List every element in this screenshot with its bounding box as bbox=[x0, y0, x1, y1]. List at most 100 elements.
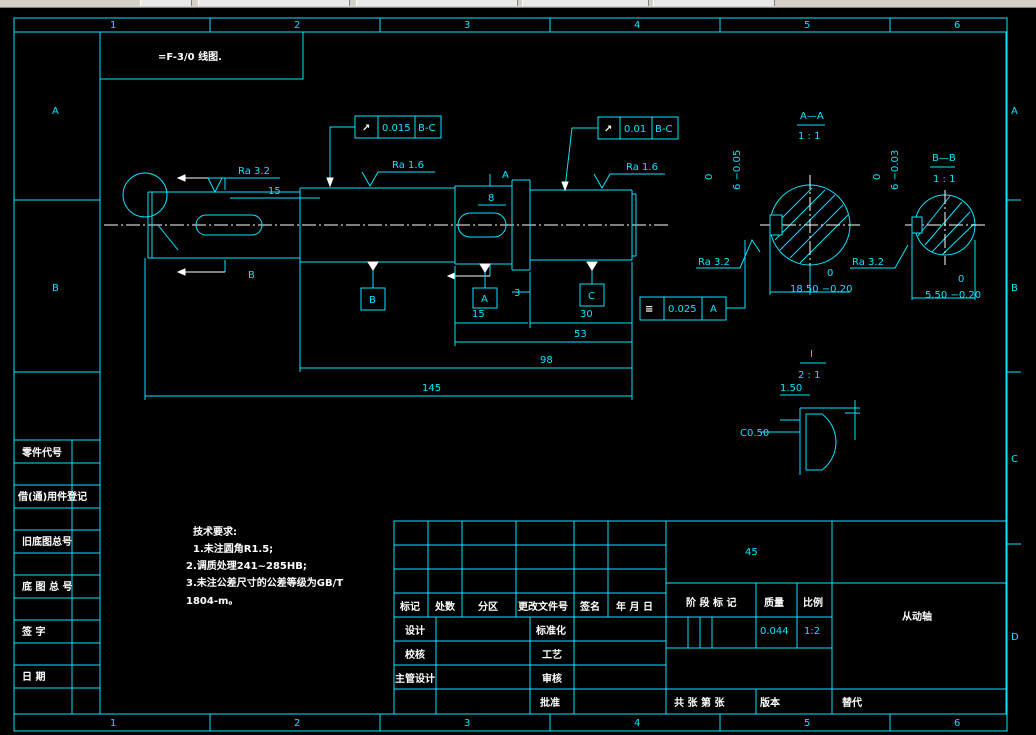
datum-a-label: A bbox=[481, 294, 488, 305]
tab-layout-4[interactable] bbox=[653, 0, 775, 6]
notes-line-1: 2.调质处理241~285HB; bbox=[186, 559, 307, 572]
material-value: 45 bbox=[745, 547, 758, 558]
section-mark-b-label: B bbox=[248, 270, 255, 281]
col-number-6-bottom: 6 bbox=[954, 718, 960, 729]
row-letter-a: A bbox=[52, 106, 59, 117]
sec-a-key: 6 −0.05 bbox=[732, 150, 743, 190]
row-letter-b-right: B bbox=[1011, 283, 1018, 294]
row-letter-d: D bbox=[1011, 632, 1019, 643]
section-mark-a-label: A bbox=[502, 170, 509, 181]
section-bb-label: B—B bbox=[932, 153, 956, 164]
notes-title: 技术要求: bbox=[193, 525, 237, 538]
col-number-4: 4 bbox=[634, 20, 640, 31]
sec-b-key-tol: 0 bbox=[872, 174, 883, 180]
header-zone: 分区 bbox=[478, 600, 498, 613]
col-number-1: 1 bbox=[110, 20, 116, 31]
section-mark-b bbox=[176, 174, 226, 276]
dim-53: 53 bbox=[574, 329, 587, 340]
header-mark: 标记 bbox=[399, 600, 420, 613]
tab-layout-3[interactable] bbox=[522, 0, 649, 6]
roughness-symbol-2 bbox=[361, 171, 435, 188]
scale-label: 比例 bbox=[803, 596, 823, 609]
row-letter-b: B bbox=[52, 283, 59, 294]
left-panel-item-2: 旧底图总号 bbox=[22, 535, 72, 548]
detail-scale: 2 : 1 bbox=[798, 370, 820, 381]
row-letter-c: C bbox=[1011, 454, 1018, 465]
runout-1-value: 0.015 bbox=[382, 123, 411, 134]
detail-dim-2: C0.50 bbox=[740, 428, 769, 439]
runout-2-symbol: ↗ bbox=[604, 124, 612, 135]
label-box bbox=[99, 31, 304, 80]
section-bb-scale: 1 : 1 bbox=[933, 174, 955, 185]
sheet-text: 共 张 第 张 bbox=[674, 696, 725, 709]
sec-a-width-tol: 0 bbox=[827, 268, 833, 279]
roughness-1-text: Ra 3.2 bbox=[238, 166, 270, 177]
tab-layout-1[interactable] bbox=[198, 0, 350, 6]
header-count: 处数 bbox=[434, 600, 456, 613]
datum-a bbox=[472, 263, 498, 309]
section-bb-view bbox=[905, 190, 985, 300]
row-chief-design: 主管设计 bbox=[395, 672, 435, 685]
sec-b-key: 6 −0.03 bbox=[890, 150, 901, 190]
sec-b-width-tol: 0 bbox=[958, 274, 964, 285]
scale-value: 1:2 bbox=[804, 626, 820, 637]
toolbar-icons[interactable] bbox=[140, 0, 192, 6]
datum-c-label: C bbox=[588, 291, 595, 302]
col-number-3-bottom: 3 bbox=[464, 718, 470, 729]
col-number-4-bottom: 4 bbox=[634, 718, 640, 729]
stage-label: 阶 段 标 记 bbox=[686, 596, 736, 609]
outer-frame bbox=[13, 17, 1008, 732]
runout-2-value: 0.01 bbox=[624, 124, 646, 135]
section-aa-scale: 1 : 1 bbox=[798, 131, 820, 142]
roughness-3-text: Ra 1.6 bbox=[626, 162, 658, 173]
col-number-6: 6 bbox=[954, 20, 960, 31]
version-label: 版本 bbox=[760, 696, 781, 709]
dim-145: 145 bbox=[422, 383, 441, 394]
roughness-4-text: Ra 3.2 bbox=[698, 257, 730, 268]
dim-15b: 15 bbox=[472, 309, 485, 320]
dim-98: 98 bbox=[540, 355, 553, 366]
left-panel-item-0: 零件代号 bbox=[21, 446, 62, 459]
row-letter-a-right: A bbox=[1011, 106, 1018, 117]
row-check: 校核 bbox=[405, 648, 425, 661]
notes-line-0: 1.未注圆角R1.5; bbox=[193, 542, 273, 555]
label-box-text: =F-3/0 线图. bbox=[158, 50, 222, 63]
replace-label: 替代 bbox=[842, 696, 862, 709]
dimension-lines bbox=[144, 197, 633, 400]
left-panel-item-3: 底 图 总 号 bbox=[22, 580, 72, 593]
header-date: 年 月 日 bbox=[616, 600, 653, 613]
row-standardize: 标准化 bbox=[535, 624, 566, 637]
header-change-doc: 更改文件号 bbox=[518, 600, 568, 613]
sec-a-key-tol: 0 bbox=[704, 174, 715, 180]
zone-ticks bbox=[14, 18, 1021, 731]
runout-frame-2 bbox=[561, 116, 679, 192]
tab-layout-2[interactable] bbox=[356, 0, 518, 6]
section-mark-a bbox=[446, 174, 491, 280]
window-tab-bar bbox=[0, 0, 1036, 8]
shaft-main-view bbox=[104, 172, 670, 271]
dim-15a: 15 bbox=[268, 186, 281, 197]
runout-frame-1 bbox=[326, 115, 442, 188]
part-name: 从动轴 bbox=[902, 610, 932, 623]
roughness-symbol-3 bbox=[593, 173, 665, 190]
col-number-3: 3 bbox=[464, 20, 470, 31]
roughness-5-text: Ra 3.2 bbox=[852, 257, 884, 268]
row-process: 工艺 bbox=[542, 648, 562, 661]
runout-1-symbol: ↗ bbox=[362, 123, 370, 134]
weight-value: 0.044 bbox=[760, 626, 789, 637]
notes-line-2: 3.未注公差尺寸的公差等级为GB/T bbox=[186, 576, 343, 589]
col-number-5-bottom: 5 bbox=[804, 718, 810, 729]
title-block bbox=[393, 520, 1007, 715]
section-aa-view bbox=[760, 175, 860, 295]
col-number-2: 2 bbox=[294, 20, 300, 31]
runout-1-datum: B-C bbox=[418, 123, 435, 134]
detail-view bbox=[760, 394, 860, 475]
symmetry-value: 0.025 bbox=[668, 304, 697, 315]
row-design: 设计 bbox=[405, 624, 425, 637]
col-number-5: 5 bbox=[804, 20, 810, 31]
sec-b-width: 5.50 −0.20 bbox=[925, 290, 981, 301]
detail-dim-1: 1.50 bbox=[780, 383, 802, 394]
symmetry-frame bbox=[639, 240, 746, 321]
symmetry-datum: A bbox=[710, 304, 717, 315]
